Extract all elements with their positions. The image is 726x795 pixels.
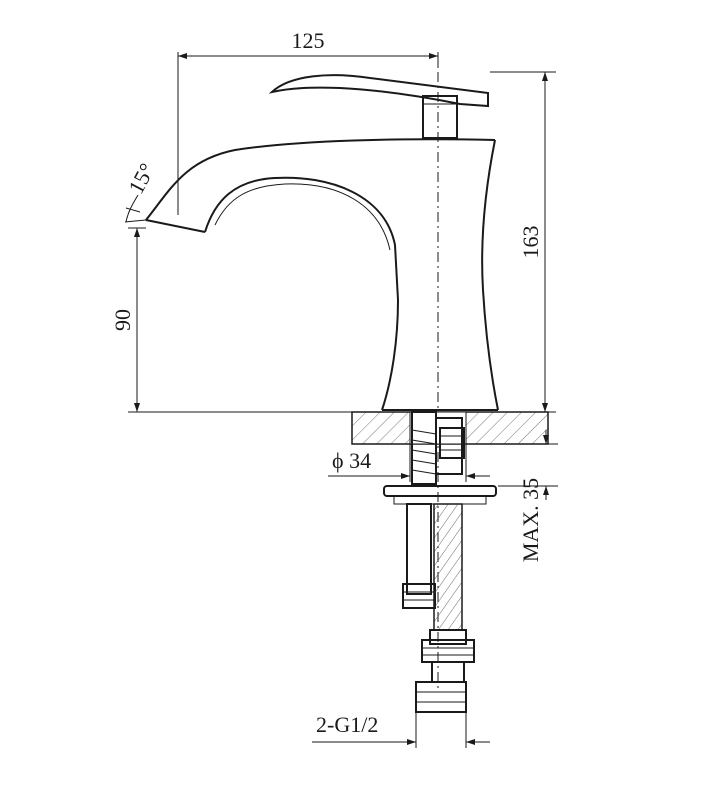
dimension-reach: 125 [177,28,439,215]
dimension-connection-thread: 2-G1/2 [312,712,490,748]
dimension-spout-angle: 15° [123,159,160,223]
dimension-base-diameter: ϕ 34 [328,444,490,482]
supply-hose-right [415,503,475,713]
handle-lever [268,74,489,139]
backnut-washer [383,485,497,505]
angle-dimension-label: 15° [123,159,160,198]
thread-dimension-label: 2-G1/2 [316,712,378,737]
reach-dimension-label: 125 [292,28,325,53]
max-deck-dimension-label: MAX. 35 [518,478,543,562]
height-dimension-label: 163 [518,226,543,259]
faucet-body [145,138,499,411]
diameter-dimension-label: ϕ 34 [332,448,371,473]
supply-hose-left [402,503,436,609]
dimension-spout-height: 90 [110,227,352,413]
spout-height-dimension-label: 90 [110,309,135,331]
dimension-overall-height: 163 [490,71,556,413]
mounting-shank [411,411,465,485]
dimension-max-deck: MAX. 35 [498,430,558,562]
